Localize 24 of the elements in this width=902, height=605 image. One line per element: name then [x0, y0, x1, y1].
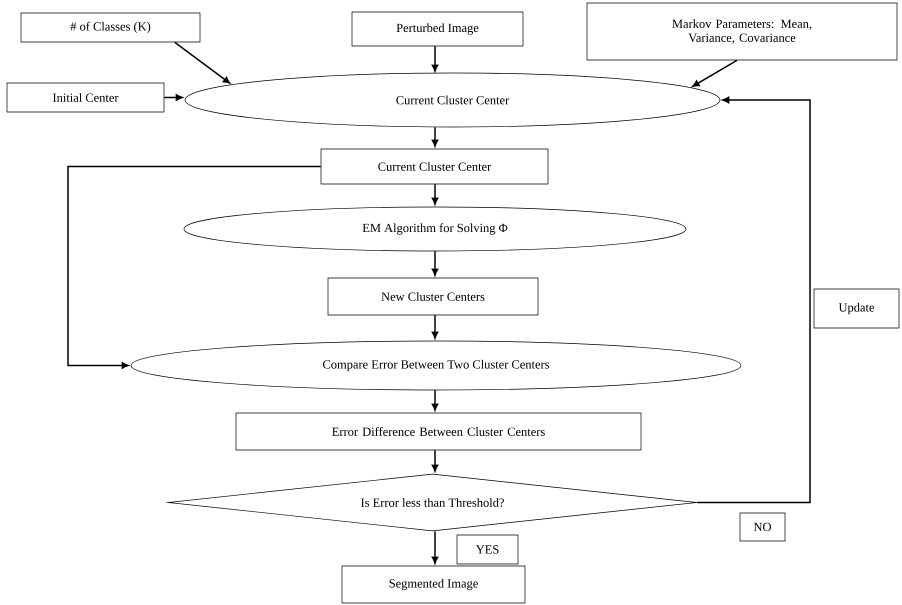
arrow: [67, 166, 321, 369]
arrow: [432, 251, 438, 276]
arrow: [432, 184, 438, 205]
process-box: Current Cluster Center: [320, 148, 548, 184]
arrow: [432, 46, 438, 72]
arrow: [692, 60, 738, 87]
input-box: Markov Parameters: Mean, Variance, Covariance: [586, 2, 898, 60]
arrow: [432, 531, 438, 564]
process-box: New Cluster Centers: [328, 278, 538, 316]
arrow: [174, 42, 230, 84]
branch-label-box: Update: [814, 288, 900, 328]
arrow: [164, 94, 183, 101]
arrow: [432, 127, 438, 147]
arrow: [432, 390, 438, 411]
arrow: [697, 96, 811, 504]
branch-label-box: NO: [740, 512, 786, 542]
input-box: # of Classes (K): [20, 12, 200, 42]
output-box: Segmented Image: [342, 566, 526, 604]
arrow: [432, 315, 438, 339]
arrow: [432, 450, 438, 472]
process-box: Error Difference Between Cluster Centers: [236, 412, 642, 450]
input-box: Initial Center: [6, 82, 164, 112]
input-box: Perturbed Image: [352, 12, 524, 46]
branch-label-box: YES: [456, 534, 518, 564]
